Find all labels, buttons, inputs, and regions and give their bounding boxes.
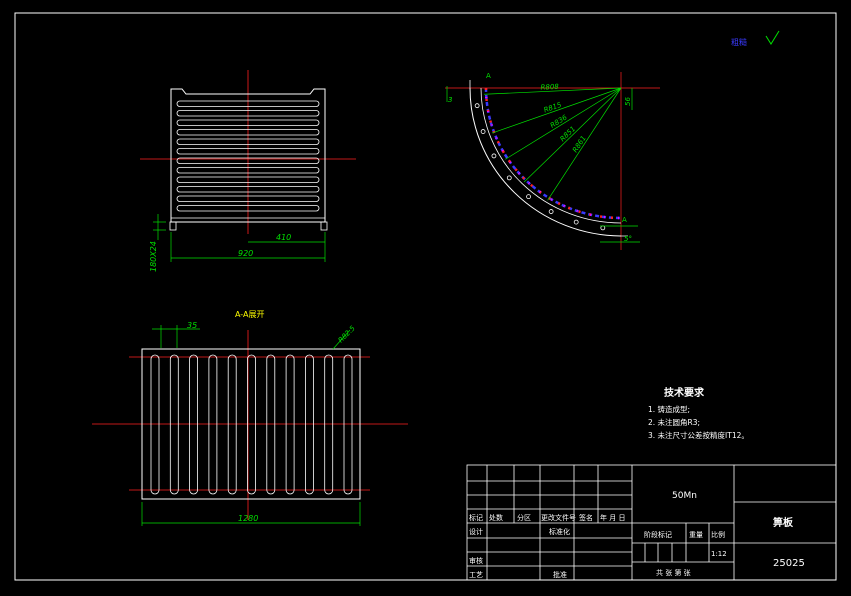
- section-label: A-A展开: [235, 310, 264, 319]
- arc-hole: [491, 153, 497, 159]
- title-block-drawing-number: 25025: [773, 558, 805, 569]
- front-slot: [176, 138, 320, 145]
- section-slot: [343, 354, 353, 495]
- section-slot: [266, 354, 276, 495]
- arc-hole: [548, 209, 554, 214]
- front-slot: [176, 205, 320, 212]
- arc-hole: [474, 103, 480, 109]
- drawing-border: [14, 12, 837, 581]
- title-block-standardization: 标准化: [549, 527, 570, 536]
- front-view: [140, 70, 356, 262]
- arc-dim-ray: [484, 87, 622, 95]
- section-slot: [150, 354, 160, 495]
- title-block-part-name: 箅板: [772, 516, 794, 529]
- front-slot: [176, 176, 320, 183]
- section-slot: [189, 354, 199, 495]
- arc-view: [445, 72, 660, 250]
- arc-dim-label: R861: [571, 134, 588, 154]
- section-view: [92, 325, 408, 526]
- front-slot: [176, 157, 320, 164]
- title-block-header-count: 处数: [489, 513, 503, 522]
- surface-mark: 粗糙: [731, 37, 747, 47]
- front-slot: [176, 110, 320, 117]
- arc-rays: [484, 87, 622, 201]
- front-slot: [176, 186, 320, 193]
- tech-requirements-title: 技术要求: [664, 386, 705, 399]
- arc-dim-ray: [547, 87, 622, 201]
- title-block-material: 50Mn: [672, 491, 697, 501]
- front-slots: [176, 100, 320, 212]
- front-slot: [176, 129, 320, 136]
- title-block-review: 审核: [469, 556, 483, 565]
- section-slot: [169, 354, 179, 495]
- section-slot: [247, 354, 256, 495]
- arc-hole: [573, 219, 579, 225]
- arc-dim-label: R808: [540, 83, 559, 92]
- title-block: [466, 464, 837, 581]
- title-block-stage-mark: 阶段标记: [644, 530, 672, 539]
- section-slot: [304, 354, 314, 495]
- title-block-approve: 批准: [553, 570, 567, 579]
- arc-hole: [526, 194, 531, 200]
- arc-dim-ray: [491, 87, 622, 134]
- section-slot: [285, 354, 295, 495]
- front-dim-half: 410: [276, 233, 291, 242]
- roughness-symbol: [765, 30, 780, 45]
- front-slot: [176, 119, 320, 126]
- arc-hole: [480, 129, 486, 134]
- arc-dim-ray: [505, 87, 622, 160]
- section-dim-length: 1280: [238, 514, 258, 523]
- title-block-weight: 重量: [689, 531, 703, 539]
- front-slot: [176, 148, 320, 155]
- tech-requirement-1: 1. 铸造成型;: [648, 404, 690, 414]
- section-slots: [150, 354, 353, 495]
- front-dim-width: 920: [238, 249, 253, 258]
- front-slot: [176, 100, 320, 107]
- front-slot: [176, 167, 320, 174]
- arc-dim-angle: 5°: [624, 235, 632, 243]
- section-slot: [227, 354, 237, 495]
- arc-dim-label: R836: [549, 113, 569, 130]
- title-block-header-mark: 标记: [469, 513, 483, 522]
- front-dim-height: 180X24: [149, 241, 158, 272]
- front-slot: [176, 195, 320, 202]
- section-slot: [324, 354, 334, 495]
- arc-hole: [506, 175, 512, 181]
- title-block-scale: 1:12: [711, 550, 727, 558]
- arc-dim-ray: [523, 87, 622, 183]
- title-block-design: 设计: [469, 527, 483, 536]
- title-block-header-sign: 签名: [579, 513, 593, 522]
- title-block-header-zone: 分区: [517, 513, 531, 522]
- section-dim-radius: R82.5: [337, 324, 358, 345]
- arc-mark-a-top: A: [486, 72, 491, 80]
- tech-requirement-3: 3. 未注尺寸公差按精度IT12。: [648, 430, 749, 440]
- title-block-sheets: 共 张 第 张: [656, 568, 691, 577]
- section-slot: [208, 354, 218, 495]
- arc-dim-right: 56: [624, 97, 632, 106]
- arc-holes: [474, 103, 606, 231]
- arc-dim-top: 3: [448, 96, 452, 104]
- tech-requirement-2: 2. 未注圆角R3;: [648, 417, 700, 427]
- arc-hole: [600, 225, 606, 231]
- title-block-header-doc: 更改文件号: [541, 513, 576, 522]
- section-dim-pitch: 35: [187, 321, 197, 330]
- title-block-ratio: 比例: [711, 530, 725, 539]
- arc-dim-label: R851: [559, 125, 578, 143]
- title-block-process: 工艺: [469, 571, 483, 579]
- arc-dim-label: R815: [543, 101, 563, 115]
- title-block-header-date: 年 月 日: [600, 513, 625, 522]
- arc-mark-a-right: A: [622, 216, 627, 224]
